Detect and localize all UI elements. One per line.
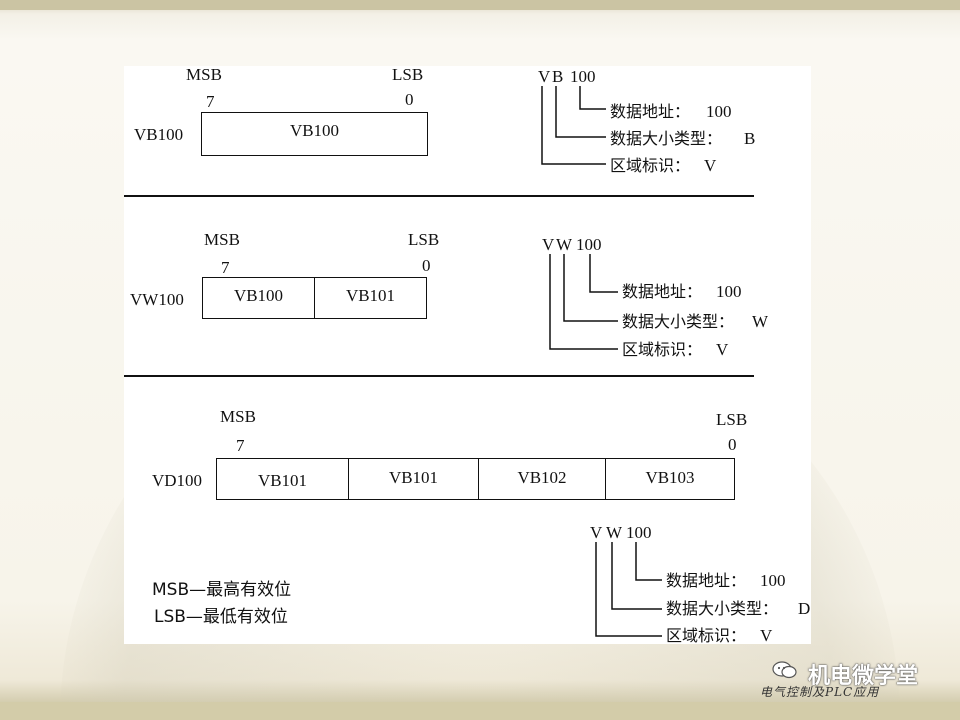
top-decor-bar	[0, 0, 960, 10]
legend-area: 区域标识：	[622, 340, 703, 359]
register-cell: VB100	[289, 121, 340, 140]
watermark-subtitle: 电气控制及PLC应用	[760, 685, 880, 699]
addr-size-letter: W	[556, 235, 573, 254]
legend-address-value: 100	[716, 282, 742, 301]
connector-area	[595, 542, 662, 637]
register-cell: VB101	[348, 459, 478, 499]
watermark-name: 机电微学堂	[808, 664, 919, 689]
connector-address	[579, 86, 606, 110]
connector-size	[555, 86, 606, 138]
register-cell: VB103	[605, 459, 734, 499]
lsb-note: LSB—最低有效位	[154, 607, 288, 627]
addr-size-letter: W	[606, 523, 623, 542]
connector-address	[635, 542, 662, 581]
msb-label: MSB	[220, 407, 256, 426]
lsb-label: LSB	[392, 65, 424, 84]
legend-size: 数据大小类型：	[610, 129, 723, 148]
bit-high-label: 7	[236, 436, 245, 455]
lsb-label: LSB	[408, 230, 440, 249]
bottom-decor-bar	[0, 702, 960, 720]
register-cell: VB101	[257, 471, 308, 490]
register-cell: VB100	[233, 286, 284, 305]
address-connector-lines	[541, 86, 662, 637]
legend-size-value: D	[798, 599, 811, 618]
legend-address: 数据地址：	[622, 282, 703, 301]
register-cell: VB101	[314, 278, 426, 318]
connector-size	[563, 254, 618, 322]
legend-address-value: 100	[706, 102, 732, 121]
legend-area: 区域标识：	[610, 156, 691, 175]
legend-size: 数据大小类型：	[622, 312, 735, 331]
connector-area	[541, 86, 606, 165]
bit-low-label: 0	[422, 256, 431, 275]
legend-address: 数据地址：	[666, 571, 747, 590]
section-divider	[124, 375, 754, 377]
diagram-panel: MSB LSB 7 0 VB100 VB100 V B 100 数据地址： 10…	[124, 66, 811, 644]
legend-size: 数据大小类型：	[666, 599, 779, 618]
addr-area-letter: V	[542, 235, 555, 254]
legend-area-value: V	[760, 626, 773, 645]
connector-area	[549, 254, 618, 350]
lsb-label: LSB	[716, 410, 748, 429]
legend-address: 数据地址：	[610, 102, 691, 121]
addr-number: 100	[570, 67, 596, 86]
legend-area-value: V	[704, 156, 717, 175]
bit-low-label: 0	[405, 90, 414, 109]
legend-area: 区域标识：	[666, 626, 747, 645]
bit-high-label: 7	[206, 92, 215, 111]
legend-size-value: B	[744, 129, 756, 148]
row-label: VD100	[152, 471, 203, 490]
section-divider	[124, 195, 754, 197]
register-box: VB101 VB101 VB102 VB103	[216, 458, 735, 500]
addr-size-letter: B	[552, 67, 564, 86]
wechat-icon	[772, 661, 797, 679]
msb-note: MSB—最高有效位	[152, 580, 292, 600]
msb-label: MSB	[204, 230, 240, 249]
connector-size	[611, 542, 662, 610]
legend-address-value: 100	[760, 571, 786, 590]
row-label: VW100	[130, 290, 184, 309]
legend-area-value: V	[716, 340, 729, 359]
register-box: VB100	[201, 112, 428, 156]
bit-high-label: 7	[221, 258, 230, 277]
register-cell: VB102	[478, 459, 605, 499]
addr-number: 100	[576, 235, 602, 254]
addr-number: 100	[626, 523, 652, 542]
addr-area-letter: V	[590, 523, 603, 542]
connector-address	[589, 254, 618, 293]
msb-label: MSB	[186, 65, 222, 84]
addr-area-letter: V	[538, 67, 551, 86]
row-label: VB100	[134, 125, 184, 144]
register-box: VB100 VB101	[202, 277, 427, 319]
legend-size-value: W	[752, 312, 769, 331]
bit-low-label: 0	[728, 435, 737, 454]
